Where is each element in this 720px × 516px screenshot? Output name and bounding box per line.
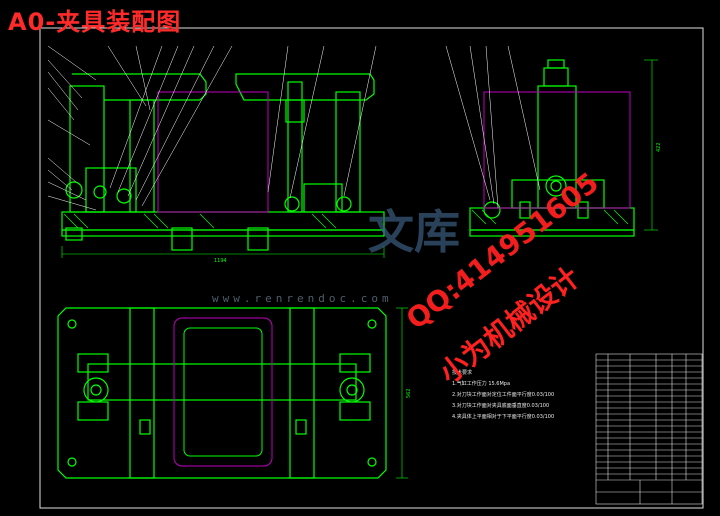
- tech-item: 2.对刀块工作面对定位工件面平行度0.03/100: [452, 392, 555, 398]
- drawing-border: [39, 27, 704, 509]
- workpiece-plan-outer: [173, 317, 273, 467]
- plan-height-dimension: 562: [406, 388, 412, 398]
- tech-heading: 技术要求: [452, 370, 473, 376]
- parts-list: [595, 353, 703, 505]
- watermark-logo: 文库: [368, 205, 460, 259]
- watermark-site: www.renrendoc.com: [212, 292, 393, 305]
- technical-requirements: 技术要求 1.气缸工作压力 15.6Mpa 2.对刀块工作面对定位工件面平行度0…: [452, 368, 554, 423]
- front-width-dimension: 1194: [214, 258, 227, 264]
- side-height-dimension: 422: [656, 142, 662, 152]
- front-leaders: [47, 45, 377, 211]
- tech-item: 4.夹具体上平面相对于下平面平行度0.03/100: [452, 414, 555, 420]
- workpiece-side: [483, 91, 631, 209]
- side-leaders: [445, 45, 541, 209]
- front-view: [61, 73, 385, 251]
- plan-view: [57, 307, 387, 479]
- drawing-title: A0-夹具装配图: [8, 8, 182, 36]
- plan-dimension: [396, 307, 408, 479]
- front-dimension: [61, 246, 385, 258]
- side-dimension: [644, 59, 658, 231]
- tech-item: 3.对刀块工作面对夹具底面垂直度0.03/100: [452, 403, 550, 409]
- workpiece-plan-inner: [183, 327, 263, 457]
- tech-item: 1.气缸工作压力 15.6Mpa: [452, 381, 511, 387]
- workpiece-front: [157, 91, 269, 213]
